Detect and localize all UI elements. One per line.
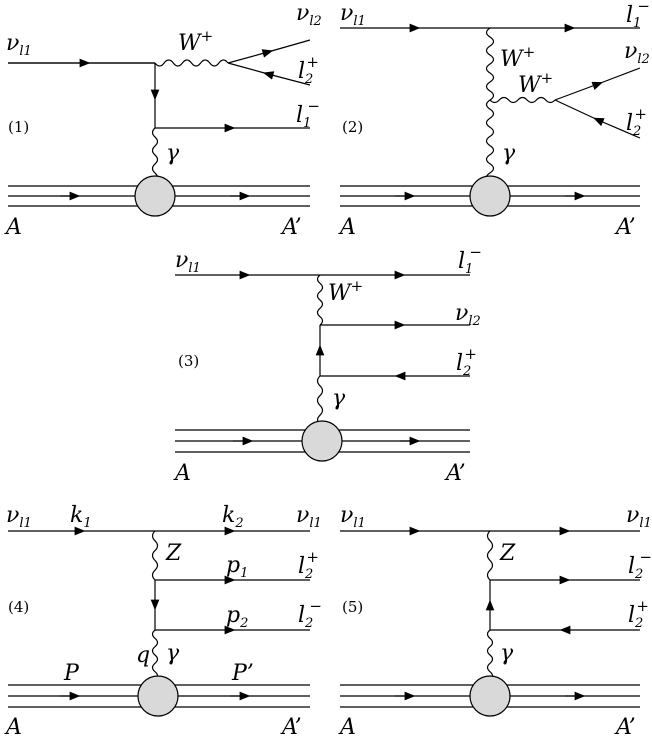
label-A-prime: A’ [280, 715, 302, 740]
label-q: q [136, 643, 150, 668]
label-gamma: γ [500, 641, 514, 666]
w-boson-propagator-2 [489, 96, 556, 104]
label-l2-minus: l2− [298, 597, 322, 631]
diagram-4: νl1 k1 k2 νl1 Z p1 l2+ (4) p2 l2− q γ P … [4, 503, 322, 740]
panel-number-2: (2) [342, 118, 363, 136]
diagram-5: νl1 νl1 Z l2− (5) l2+ γ A A’ [338, 503, 652, 740]
w-boson-propagator [316, 274, 324, 326]
photon-propagator [485, 99, 495, 183]
label-A: A [338, 215, 356, 240]
label-k1: k1 [70, 503, 92, 531]
photon-propagator [151, 629, 159, 681]
photon-propagator [316, 375, 324, 426]
label-nu-l1: νl1 [6, 503, 32, 531]
label-A: A [338, 715, 356, 740]
label-nu-l1: νl1 [175, 248, 201, 276]
label-l2-plus: l2+ [456, 345, 477, 379]
label-P-prime: P’ [231, 661, 254, 686]
label-gamma: γ [502, 141, 516, 166]
panel-number-5: (5) [342, 598, 363, 616]
photon-propagator [486, 629, 494, 681]
label-W-plus: W+ [328, 277, 363, 306]
z-boson-propagator [151, 530, 159, 581]
label-nu-l1: νl1 [340, 1, 366, 29]
label-Z: Z [499, 541, 516, 566]
panel-number-3: (3) [178, 352, 199, 370]
diagram-1: νl1 W+ νl2 l2+ l1− (1) γ A A’ [4, 1, 322, 240]
nucleus-vertex-blob [137, 675, 179, 717]
w-boson-propagator [485, 27, 495, 101]
nucleus-vertex-blob [469, 675, 511, 717]
label-W-plus: W+ [178, 27, 213, 56]
label-nu-l2: νl2 [296, 1, 322, 29]
label-A-prime: A’ [614, 215, 636, 240]
label-nu-l1: νl1 [340, 503, 366, 531]
label-l2-plus: l2+ [298, 53, 319, 87]
label-nu-l1: νl1 [6, 31, 32, 59]
label-A-prime: A’ [280, 215, 302, 240]
label-gamma: γ [166, 141, 180, 166]
outgoing-antilepton-line [554, 99, 641, 139]
w-boson-propagator [154, 59, 229, 67]
label-A-prime: A’ [614, 715, 636, 740]
label-A: A [4, 715, 22, 740]
label-l1-minus: l1− [296, 97, 320, 131]
label-nu-l2: νl2 [455, 301, 481, 329]
diagram-2: νl1 l1− W+ W+ νl2 l2+ (2) γ A A’ [338, 0, 650, 240]
label-A-prime: A’ [444, 461, 466, 486]
label-W-plus: W+ [500, 43, 535, 72]
nucleus-vertex-blob [134, 175, 176, 217]
label-l2-plus: l2+ [628, 597, 649, 631]
label-nu-l1-out: νl1 [296, 503, 322, 531]
label-l1-minus: l1− [458, 243, 482, 277]
outgoing-neutrino-line [227, 39, 311, 64]
label-l2-minus: l2− [628, 548, 652, 582]
photon-propagator [151, 127, 159, 183]
label-gamma: γ [332, 386, 346, 411]
diagram-3: νl1 l1− W+ νl2 (3) l2+ γ A A’ [173, 243, 482, 486]
panel-number-1: (1) [8, 118, 29, 136]
label-p2: p2 [226, 603, 248, 631]
label-k2: k2 [222, 503, 244, 531]
z-boson-propagator [486, 530, 494, 581]
label-A: A [173, 461, 191, 486]
panel-number-4: (4) [8, 598, 29, 616]
label-nu-l2: νl2 [624, 39, 650, 67]
label-W-plus-2: W+ [518, 69, 553, 98]
label-P: P [63, 661, 80, 686]
label-l1-minus: l1− [626, 0, 650, 31]
label-gamma: γ [166, 641, 180, 666]
label-p1: p1 [226, 553, 248, 581]
nucleus-vertex-blob [469, 175, 511, 217]
label-nu-l1-out: νl1 [626, 503, 652, 531]
label-A: A [4, 215, 22, 240]
label-l2-plus: l2+ [298, 548, 319, 582]
label-l2-plus: l2+ [626, 105, 647, 139]
label-Z: Z [165, 541, 182, 566]
outgoing-antilepton-line [227, 62, 311, 86]
outgoing-neutrino-line [554, 67, 641, 101]
nucleus-vertex-blob [301, 420, 343, 462]
